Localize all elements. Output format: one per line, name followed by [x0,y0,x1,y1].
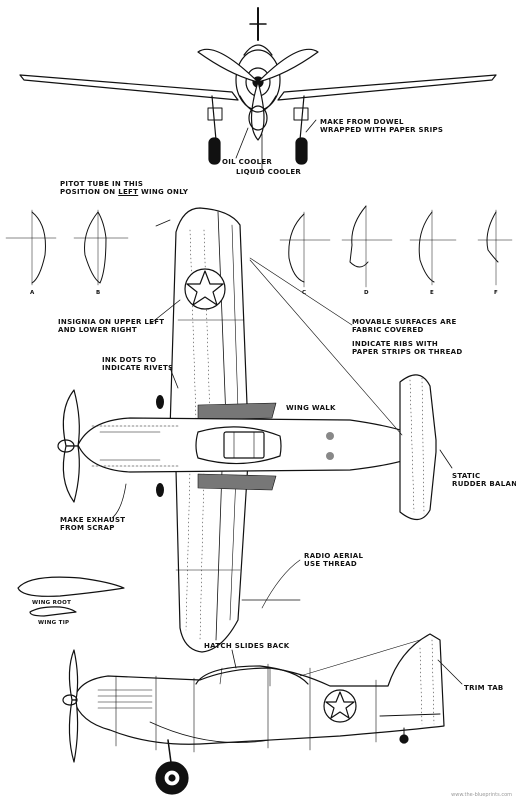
aircraft-top-view-icon [57,207,453,653]
section-letter-f: F [494,290,499,296]
section-letter-e: E [430,290,435,296]
liquid-cooler-label: LIQUID COOLER [236,168,302,176]
aircraft-side-view-icon [62,633,463,795]
airfoil-profiles-icon [17,576,125,617]
wing-tip-label: WING TIP [38,620,70,626]
watermark: www.the-blueprints.com [451,792,512,798]
section-letter-d: D [364,290,369,296]
wing-walk-label: WING WALK [286,404,336,412]
cross-section-profiles-icon [5,205,513,288]
pitot-label: PITOT TUBE IN THIS POSITION ON LEFT WING… [60,180,189,196]
wing-root-label: WING ROOT [32,600,72,606]
oil-cooler-label: OIL COOLER [222,158,273,166]
section-letter-b: B [96,290,101,296]
section-letter-c: C [302,290,307,296]
section-letter-a: A [30,290,35,296]
aircraft-front-view-icon [19,7,497,171]
trim-tab-label: TRIM TAB [464,684,504,692]
hatch-label: HATCH SLIDES BACK [204,642,290,650]
